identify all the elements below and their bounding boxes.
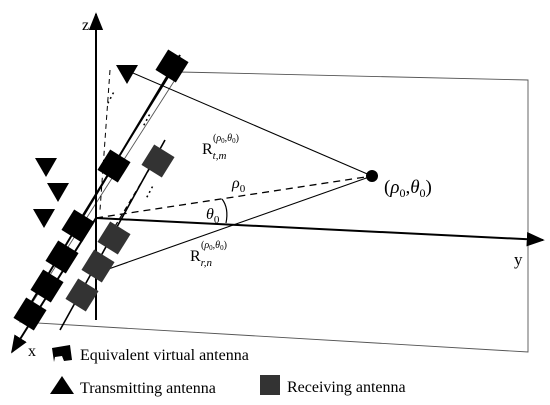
virtual-ellipsis: ⋮ [136,110,157,131]
y-axis [95,217,545,247]
virtual-antenna [30,269,64,303]
virtual-antenna [45,240,79,274]
receive-antenna [81,249,115,283]
theta-angle-arc [221,198,228,224]
triangle-icon [50,376,74,394]
theta-label: θ0 [206,206,220,226]
rx-range-label: Rr,n [190,248,212,269]
transmit-antenna [33,209,55,228]
virtual-antenna [13,297,47,331]
legend-receiving-label: Receiving antenna [287,379,406,396]
receive-antenna [97,221,131,255]
virtual-antennas [13,49,189,331]
legend: Equivalent virtual antenna Transmitting … [50,345,406,397]
rx-range-line [99,175,373,273]
target-label: (ρ0,θ0) [384,177,432,200]
tx-range-label: Rt,m [202,141,226,162]
transmit-antenna [35,158,57,177]
legend-virtual-label: Equivalent virtual antenna [80,347,249,364]
z-axis-label: z [82,17,89,34]
legend-transmitting-label: Transmitting antenna [80,380,216,397]
tx-ellipsis: ⋮ [100,88,121,109]
square-notch-icon [52,345,72,362]
virtual-antenna [155,49,189,83]
rho-label: ρ0 [231,175,246,195]
rho-line-dashed [95,175,373,219]
receive-rail-dashed [107,167,151,239]
receive-antenna [65,278,99,312]
square-icon [260,375,280,395]
transmitting-antennas [33,65,138,228]
rx-range-superscript: (ρ0,θ0) [201,240,227,252]
rx-ellipsis: ⋮ [139,182,160,203]
ground-plane [19,71,529,353]
y-axis-label: y [514,250,523,269]
target-point [366,170,378,182]
x-axis-label: x [28,343,36,360]
tx-range-superscript: (ρ0,θ0) [213,133,239,145]
array-ellipses: ⋮ ⋮ ⋮ [100,88,160,203]
transmit-antenna [47,183,69,202]
tx-range-line [125,69,373,177]
virtual-antenna [61,209,95,243]
receive-antenna [141,144,175,178]
virtual-antenna [97,149,131,183]
receiving-antennas [65,144,175,312]
transmit-antenna [116,65,138,84]
